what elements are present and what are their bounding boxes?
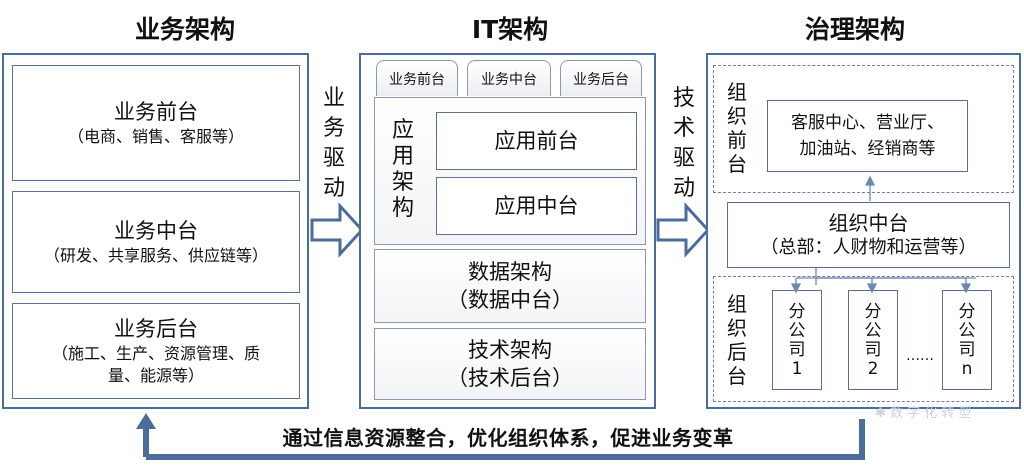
feedback-loop-arrow [136, 413, 865, 460]
application-middle-box: 应用中台 [436, 177, 637, 235]
business-middle-detail: （研发、共享服务、供应链等） [43, 246, 268, 265]
org-back-label: 组 织 后 台 [727, 292, 747, 388]
branch-label-2: 分 公 司 2 [864, 302, 882, 379]
org-front-line-1: 客服中心、营业厅、 [791, 113, 944, 133]
governance-connectors [790, 175, 976, 294]
business-back-title: 业务后台 [114, 317, 198, 341]
data-architecture-box: 数据架构 （数据中台） [374, 249, 646, 323]
branch-ellipsis: …… [906, 348, 934, 364]
it-to-governance-arrow [656, 202, 710, 258]
business-to-it-arrow [310, 202, 364, 258]
business-middle-box: 业务中台 （研发、共享服务、供应链等） [12, 191, 300, 293]
tech-architecture-box: 技术架构 （技术后台） [374, 328, 646, 400]
business-middle-title: 业务中台 [114, 219, 198, 243]
org-back-region [713, 276, 1014, 402]
org-middle-sub: （总部：人财物和运营等） [760, 237, 977, 258]
branch-label-n: 分 公 司 n [958, 302, 976, 379]
org-front-region [713, 65, 1014, 193]
it-architecture-title: IT架构 [471, 15, 549, 44]
application-middle-label: 应用中台 [494, 194, 579, 218]
org-middle-title: 组织中台 [828, 211, 909, 235]
application-front-label: 应用前台 [494, 129, 579, 153]
tech-architecture-sub: （技术后台） [447, 366, 573, 390]
branch-box-2: 分 公 司 2 [848, 290, 898, 390]
branch-box-1: 分 公 司 1 [772, 290, 822, 390]
business-back-box: 业务后台 （施工、生产、资源管理、质 量、能源等） [12, 303, 300, 399]
business-front-title: 业务前台 [114, 100, 198, 124]
business-back-detail-2: 量、能源等） [107, 366, 204, 385]
it-tab-business-back: 业务后台 [560, 60, 642, 96]
watermark: ✱ 数 字 化 转 型 [875, 406, 972, 421]
business-driven-label: 业 务 驱 动 [322, 86, 345, 201]
business-front-detail: （电商、销售、客服等） [67, 127, 244, 146]
org-front-line-2: 加油站、经销商等 [799, 139, 936, 159]
org-middle-box: 组织中台 （总部：人财物和运营等） [727, 202, 1010, 268]
footer-statement: 通过信息资源整合，优化组织体系，促进业务变革 [282, 426, 734, 450]
business-architecture-title: 业务架构 [134, 15, 235, 44]
data-architecture-title: 数据架构 [468, 260, 552, 284]
org-front-box: 客服中心、营业厅、 加油站、经销商等 [767, 100, 968, 172]
it-tab-business-front: 业务前台 [376, 60, 458, 96]
branch-box-n: 分 公 司 n [942, 290, 992, 390]
data-architecture-sub: （数据中台） [447, 288, 573, 312]
branch-label-1: 分 公 司 1 [788, 302, 806, 379]
application-architecture-label: 应 用 架 构 [391, 118, 414, 221]
business-front-box: 业务前台 （电商、销售、客服等） [12, 65, 300, 181]
org-front-label: 组 织 前 台 [727, 80, 747, 176]
governance-architecture-title: 治理架构 [804, 15, 905, 44]
tech-architecture-title: 技术架构 [468, 338, 552, 362]
it-tab-business-middle: 业务中台 [467, 60, 551, 96]
tech-driven-label: 技 术 驱 动 [672, 86, 695, 201]
business-back-detail-1: （施工、生产、资源管理、质 [51, 344, 260, 363]
application-front-box: 应用前台 [436, 112, 637, 170]
